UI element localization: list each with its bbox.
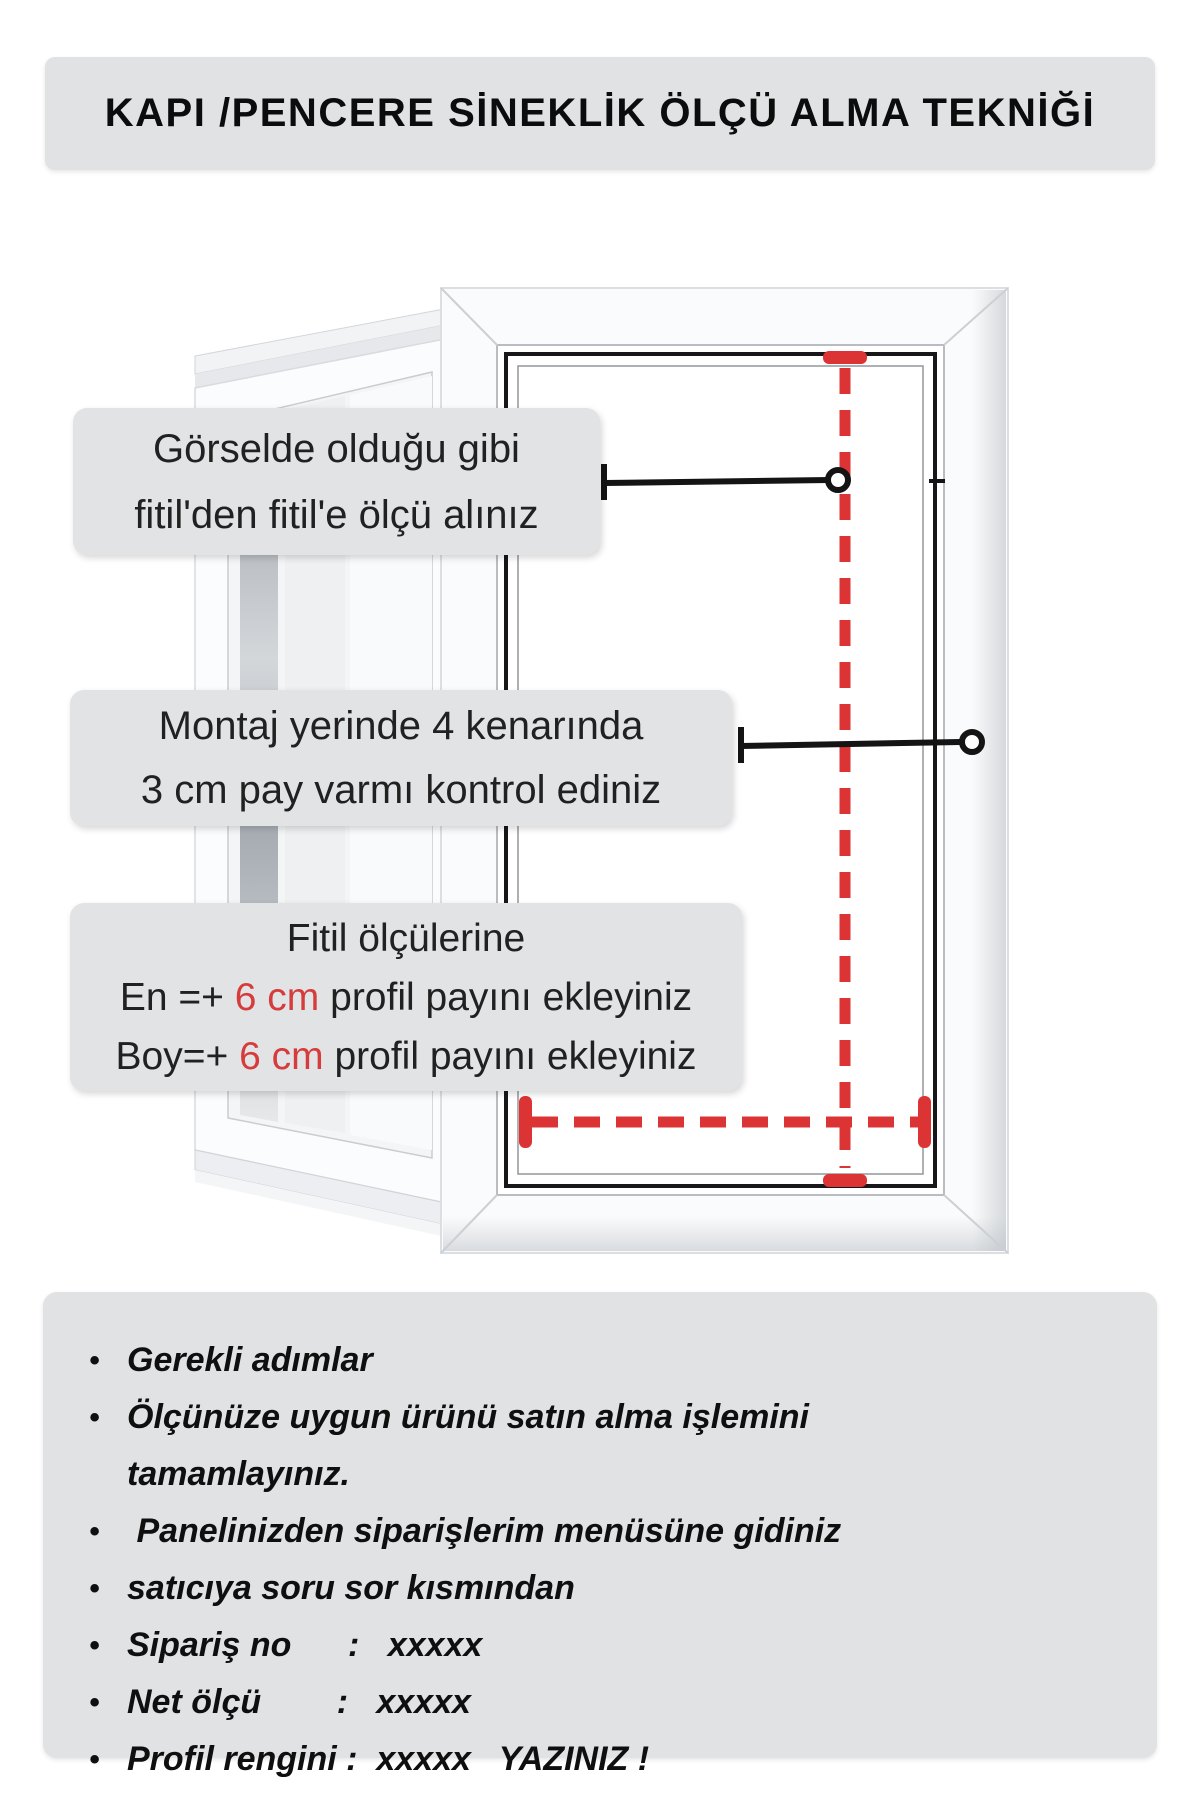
steps-panel: • Gerekli adımlar • Ölçünüze uygun ürünü…	[43, 1292, 1157, 1778]
row-height-red-value: 6 cm	[239, 1034, 324, 1078]
step-text-5: Sipariş no : xxxxx	[127, 1626, 483, 1664]
pointer-1-line	[603, 477, 831, 486]
header-banner: KAPI /PENCERE SİNEKLİK ÖLÇÜ ALMA TEKNİĞİ	[45, 57, 1155, 170]
frame-shade-right	[972, 290, 1006, 1251]
callout-measure-between-gaskets: Görselde olduğu gibi fitil'den fitil'e ö…	[73, 408, 600, 555]
frame-miter-tr	[943, 287, 1009, 346]
callout-3-title: Fitil ölçülerine	[286, 916, 526, 960]
bullet-icon: •	[89, 1344, 100, 1377]
callout-2-line-1: Montaj yerinde 4 kenarında	[158, 704, 644, 748]
row-width-post: profil payını ekleyiniz	[319, 975, 693, 1019]
red-measure-guides	[519, 351, 931, 1187]
pointer-1-endpoint-circle	[825, 467, 851, 493]
step-item-5: • Sipariş no : xxxxx	[89, 1617, 1117, 1674]
bullet-icon: •	[89, 1515, 100, 1548]
step-item-7: • Profil rengini : xxxxx YAZINIZ !	[89, 1731, 1117, 1788]
callout-pointers	[601, 464, 985, 763]
step-item-2: • Ölçünüze uygun ürünü satın alma işlemi…	[89, 1389, 1117, 1503]
pointer-2-line	[740, 739, 961, 749]
step-item-6: • Net ölçü : xxxxx	[89, 1674, 1117, 1731]
vertical-line-top-cap	[823, 351, 867, 364]
callout-1-line-2: fitil'den fitil'e ölçü alınız	[134, 492, 539, 537]
callout-3-row-width: En =+ 6 cm profil payını ekleyiniz	[120, 968, 692, 1027]
vertical-line-bottom-cap	[823, 1174, 867, 1187]
pointer-2-endpoint-circle	[959, 729, 985, 755]
step-text-6: Net ölçü : xxxxx	[127, 1683, 471, 1721]
frame-shade-bottom	[443, 1216, 1006, 1251]
row-height-post: profil payını ekleyiniz	[323, 1034, 697, 1078]
callout-2-line-2: 3 cm pay varmı kontrol ediniz	[140, 768, 662, 812]
step-item-1: • Gerekli adımlar	[89, 1332, 1117, 1389]
callout-3-row-height: Boy=+ 6 cm profil payını ekleyiniz	[116, 1027, 697, 1086]
row-width-pre: En =+	[119, 975, 235, 1019]
step-item-4: • satıcıya soru sor kısmından	[89, 1560, 1117, 1617]
page-title: KAPI /PENCERE SİNEKLİK ÖLÇÜ ALMA TEKNİĞİ	[104, 91, 1096, 135]
bullet-icon: •	[89, 1743, 100, 1776]
frame-miter-tl	[440, 287, 498, 346]
bullet-icon: •	[89, 1686, 100, 1719]
horizontal-line-right-cap	[918, 1096, 931, 1148]
step-text-2: Ölçünüze uygun ürünü satın alma işlemini…	[127, 1398, 809, 1493]
step-text-3: Panelinizden siparişlerim menüsüne gidin…	[127, 1512, 842, 1550]
row-height-pre: Boy=+	[115, 1034, 240, 1078]
row-width-red-value: 6 cm	[234, 975, 320, 1019]
step-item-3: • Panelinizden siparişlerim menüsüne gid…	[89, 1503, 1117, 1560]
callout-add-profile-margin: Fitil ölçülerine En =+ 6 cm profil payın…	[70, 903, 742, 1091]
horizontal-line-left-cap	[519, 1096, 532, 1148]
step-text-1: Gerekli adımlar	[127, 1341, 373, 1379]
step-text-7: Profil rengini : xxxxx YAZINIZ !	[127, 1740, 650, 1778]
frame-miter-br	[943, 1194, 1009, 1254]
bullet-icon: •	[89, 1401, 100, 1434]
bullet-icon: •	[89, 1629, 100, 1662]
sash-bottom-edge-inner	[195, 1170, 460, 1240]
callout-check-clearance: Montaj yerinde 4 kenarında 3 cm pay varm…	[70, 690, 732, 826]
callout-1-line-1: Görselde olduğu gibi	[153, 426, 520, 471]
sash-top-edge-inner	[195, 322, 460, 388]
bullet-icon: •	[89, 1572, 100, 1605]
step-text-4: satıcıya soru sor kısmından	[127, 1569, 575, 1607]
frame-miter-bl	[440, 1194, 498, 1254]
